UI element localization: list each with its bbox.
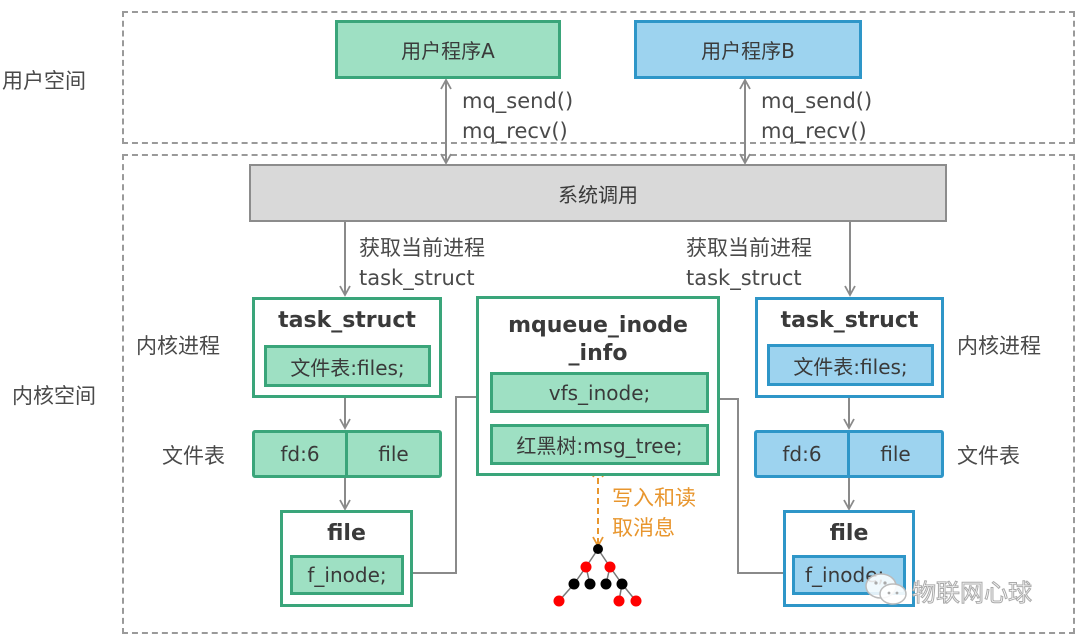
tree-node [553,595,565,607]
rw-messages-label: 写入和读 取消息 [612,483,696,543]
rw-label-line: 取消息 [612,516,675,540]
msg-tree-field: 红黑树:msg_tree; [490,424,709,465]
right-files-field: 文件表:files; [767,344,934,386]
tree-node [584,578,596,590]
user-space-region [122,11,1075,144]
api-call: mq_send() [761,89,873,113]
right-task-struct-title: task_struct [780,308,919,333]
tree-nodes [553,544,642,607]
left-task-struct-title: task_struct [278,308,416,333]
mqueue-title-line2: _info [568,341,628,366]
watermark: 物联网心球 [864,570,1033,610]
watermark-text: 物联网心球 [912,578,1033,607]
left-fd-table: fd:6 file [252,430,442,478]
left-fd-text: fd:6 [280,442,320,466]
vfs-inode-text: vfs_inode; [548,380,651,405]
red-black-tree-icon [558,548,637,602]
right-files-field-text: 文件表:files; [793,354,908,379]
msg-tree-text: 红黑树:msg_tree; [516,434,683,458]
api-calls-right: mq_send() mq_recv() [761,86,872,146]
left-f-inode-field: f_inode; [290,555,404,595]
left-file-cell-text: file [378,442,409,466]
tree-node [613,595,625,607]
mqueue-title-line1: mqueue_inode [508,313,688,338]
tree-node [616,578,628,590]
get-current-line: task_struct [359,266,475,290]
right-fd-table: fd:6 file [754,430,944,478]
right-file-title: file [829,521,869,546]
left-f-inode-text: f_inode; [307,563,387,587]
left-process-label: 内核进程 [136,334,220,358]
tree-node-root [593,544,603,554]
right-task-struct: task_struct 文件表:files; [755,297,944,398]
left-fd-cell: fd:6 [252,430,348,478]
api-calls-left: mq_send() mq_recv() [462,86,573,146]
syscall-bar: 系统调用 [249,164,947,222]
get-current-left: 获取当前进程 task_struct [359,233,485,293]
wechat-icon [865,573,907,605]
left-files-field: 文件表:files; [264,345,431,387]
arrow-right-inode-vfs [706,393,790,574]
get-current-right: 获取当前进程 task_struct [686,233,812,293]
kernel-space-region [122,154,1075,634]
user-program-b-label: 用户程序B [701,39,795,63]
get-current-line: 获取当前进程 [686,236,812,260]
user-space-label: 用户空间 [2,69,86,93]
tree-node [568,578,580,590]
left-file-title: file [327,521,366,546]
tree-node [604,561,616,573]
user-program-a: 用户程序A [335,20,561,79]
user-program-b: 用户程序B [634,20,862,79]
user-program-a-label: 用户程序A [401,39,495,63]
tree-node [630,595,642,607]
api-call: mq_send() [462,89,574,113]
mqueue-inode-info: mqueue_inode _info vfs_inode; 红黑树:msg_tr… [476,296,720,476]
right-fd-table-label: 文件表 [957,444,1020,468]
get-current-line: 获取当前进程 [359,236,485,260]
right-file-cell-text: file [880,442,911,466]
left-fd-table-label: 文件表 [162,444,225,468]
kernel-space-label: 内核空间 [12,384,96,408]
tree-node [600,578,612,590]
arrow-left-inode-vfs [406,391,489,574]
left-task-struct: task_struct 文件表:files; [252,297,442,398]
left-files-field-text: 文件表:files; [290,355,405,380]
tree-node [580,561,592,573]
get-current-line: task_struct [686,266,802,290]
rw-label-line: 写入和读 [612,486,696,510]
vfs-inode-field: vfs_inode; [490,372,709,413]
api-call: mq_recv() [761,119,867,143]
syscall-label: 系统调用 [558,182,638,207]
left-file-cell: file [345,430,442,478]
right-process-label: 内核进程 [957,334,1041,358]
right-fd-cell: fd:6 [754,430,850,478]
api-call: mq_recv() [462,119,568,143]
right-file-cell: file [847,430,944,478]
right-fd-text: fd:6 [782,442,822,466]
left-file-struct: file f_inode; [280,510,413,607]
